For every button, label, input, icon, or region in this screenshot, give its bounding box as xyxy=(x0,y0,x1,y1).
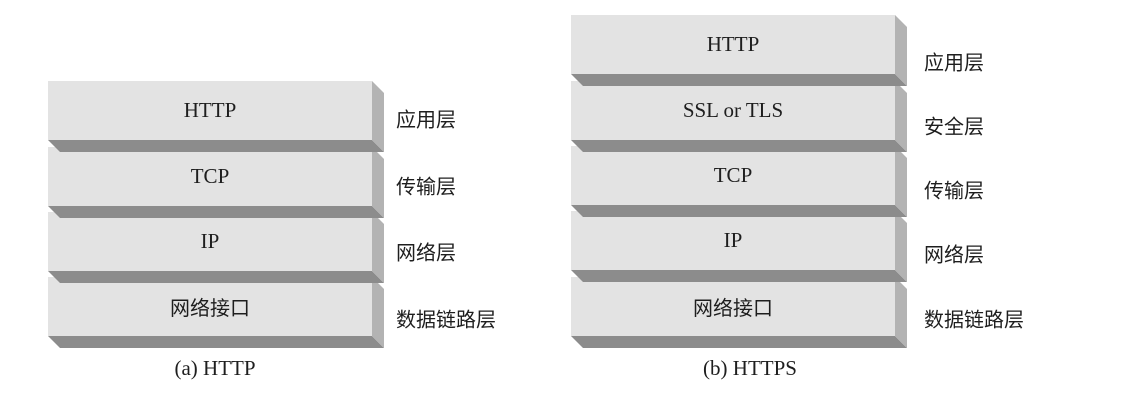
http-protocol-stack: HTTP TCP IP 网络接口 xyxy=(48,81,384,351)
layer-side xyxy=(372,212,384,283)
layer-side xyxy=(895,211,907,282)
layer-label-datalink: 数据链路层 xyxy=(924,307,1024,332)
layer-box-network-interface: 网络接口 xyxy=(571,277,895,336)
layer-box-ip: IP xyxy=(48,212,372,271)
layer-bottom xyxy=(571,336,907,348)
https-protocol-stack: HTTP SSL or TLS TCP IP 网络接口 xyxy=(571,15,907,351)
layer-label-security: 安全层 xyxy=(924,114,984,139)
layer-label-transport: 传输层 xyxy=(396,174,456,199)
layer-bottom xyxy=(48,336,384,348)
layer-box-http: HTTP xyxy=(48,81,372,140)
layer-label-application: 应用层 xyxy=(396,107,456,132)
layer-side xyxy=(895,81,907,152)
layer-box-http: HTTP xyxy=(571,15,895,74)
layer-label-network: 网络层 xyxy=(396,240,456,265)
layer-label-transport: 传输层 xyxy=(924,178,984,203)
layer-bottom xyxy=(48,271,384,283)
layer-bottom xyxy=(48,140,384,152)
layer-side xyxy=(895,146,907,217)
layer-box-tcp: TCP xyxy=(571,146,895,205)
layer-bottom xyxy=(48,206,384,218)
layer-side xyxy=(372,81,384,152)
layer-side xyxy=(372,147,384,218)
layer-side xyxy=(372,277,384,348)
layer-side xyxy=(895,277,907,348)
layer-label-network: 网络层 xyxy=(924,242,984,267)
caption-https: (b) HTTPS xyxy=(703,356,797,380)
layer-box-ssl-tls: SSL or TLS xyxy=(571,81,895,140)
layer-box-tcp: TCP xyxy=(48,147,372,206)
layer-label-datalink: 数据链路层 xyxy=(396,307,496,332)
layer-box-ip: IP xyxy=(571,211,895,270)
layer-side xyxy=(895,15,907,86)
caption-http: (a) HTTP xyxy=(174,356,256,380)
layer-label-application: 应用层 xyxy=(924,50,984,75)
layer-bottom xyxy=(571,140,907,152)
layer-bottom xyxy=(571,74,907,86)
layer-box-network-interface: 网络接口 xyxy=(48,277,372,336)
layer-bottom xyxy=(571,205,907,217)
layer-bottom xyxy=(571,270,907,282)
